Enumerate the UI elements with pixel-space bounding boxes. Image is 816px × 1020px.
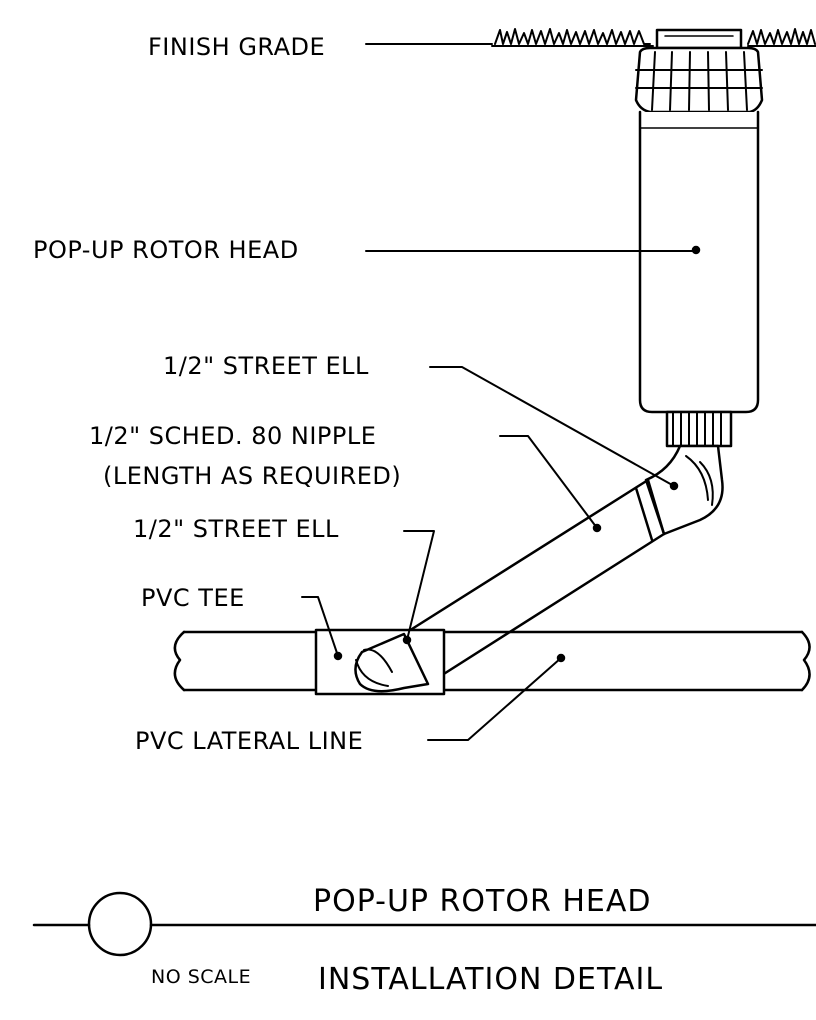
pvc-tee-label: PVC TEE	[141, 584, 245, 612]
scale-note: NO SCALE	[151, 966, 252, 988]
lateral-line	[173, 630, 811, 692]
street-ell-top-label: 1/2" STREET ELL	[163, 352, 369, 380]
detail-subtitle: INSTALLATION DETAIL	[318, 962, 664, 997]
grass-tufts	[491, 28, 816, 47]
street-ell-bottom-label: 1/2" STREET ELL	[133, 515, 339, 543]
nipple-label-line1: 1/2" SCHED. 80 NIPPLE	[89, 422, 377, 450]
street-ell-top	[644, 444, 724, 536]
lateral-line-label: PVC LATERAL LINE	[135, 727, 364, 755]
detail-title: POP-UP ROTOR HEAD	[313, 884, 652, 919]
title-block	[32, 891, 816, 957]
nipple-label-line2: (LENGTH AS REQUIRED)	[103, 462, 402, 490]
finish-grade-label: FINISH GRADE	[148, 33, 326, 61]
leader-lines	[301, 43, 697, 741]
rotor-head	[634, 28, 764, 448]
rotor-head-label: POP-UP ROTOR HEAD	[33, 236, 299, 264]
nipple-pipe	[402, 478, 666, 686]
street-ell-bottom	[354, 632, 430, 693]
